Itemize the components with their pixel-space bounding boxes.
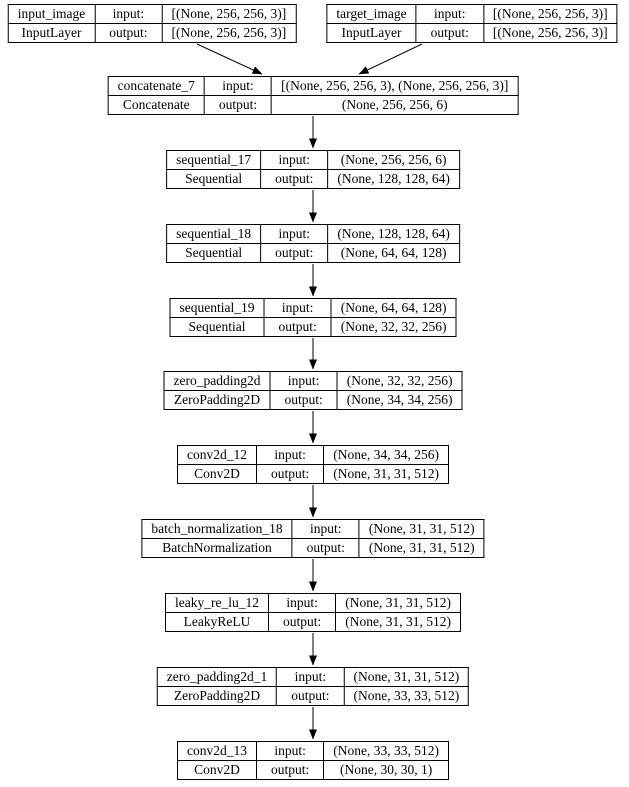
input-shape: (None, 34, 34, 256) [323,445,449,465]
output-label: output: [291,538,360,558]
input-shape: [(None, 256, 256, 3), (None, 256, 256, 3… [271,76,519,96]
layer-name: conv2d_12 [177,445,257,465]
output-label: output: [255,760,325,780]
input-shape: (None, 32, 32, 256) [336,371,463,391]
output-label: output: [255,464,325,484]
input-shape: (None, 31, 31, 512) [358,519,485,539]
layer-type: Sequential [166,169,262,189]
layer-type: Conv2D [177,760,257,780]
output-shape: (None, 31, 31, 512) [323,464,449,484]
output-shape: [(None, 256, 256, 3)] [161,23,297,43]
layer-type: BatchNormalization [141,538,293,558]
edge-input_image-to-concatenate_7 [196,43,263,75]
edge-target_image-to-concatenate_7 [358,43,423,75]
layer-node-leaky_re_lu_12: leaky_re_lu_12 input: (None, 31, 31, 512… [165,593,461,632]
input-shape: (None, 33, 33, 512) [323,741,449,761]
layer-node-conv2d_12: conv2d_12 input: (None, 34, 34, 256) Con… [177,445,449,484]
output-label: output: [267,612,337,632]
layer-node-sequential_18: sequential_18 input: (None, 128, 128, 64… [166,224,460,263]
output-label: output: [269,390,338,410]
input-label: input: [263,298,332,318]
output-shape: (None, 34, 34, 256) [336,390,463,410]
layer-node-input_image: input_image input: [(None, 256, 256, 3)]… [7,4,297,43]
output-shape: (None, 30, 30, 1) [323,760,449,780]
input-label: input: [255,445,325,465]
output-shape: (None, 128, 128, 64) [327,169,460,189]
layer-node-target_image: target_image input: [(None, 256, 256, 3)… [326,4,618,43]
input-label: input: [260,224,329,244]
layer-name: sequential_19 [169,298,265,318]
layer-node-zero_padding2d: zero_padding2d input: (None, 32, 32, 256… [163,371,463,410]
input-shape: (None, 128, 128, 64) [327,224,460,244]
layer-type: Sequential [166,243,262,263]
layer-node-conv2d_13: conv2d_13 input: (None, 33, 33, 512) Con… [177,741,449,780]
input-shape: (None, 31, 31, 512) [343,667,470,687]
output-shape: (None, 31, 31, 512) [358,538,485,558]
input-label: input: [203,76,273,96]
input-shape: [(None, 256, 256, 3)] [161,4,297,24]
layer-type: InputLayer [326,23,417,43]
layer-type: Sequential [169,317,265,337]
layer-name: sequential_18 [166,224,262,244]
output-shape: [(None, 256, 256, 3)] [482,23,618,43]
layer-name: conv2d_13 [177,741,257,761]
input-label: input: [267,593,337,613]
input-label: input: [276,667,345,687]
layer-name: leaky_re_lu_12 [165,593,269,613]
layer-type: Concatenate [107,95,205,115]
input-label: input: [94,4,163,24]
output-label: output: [260,169,329,189]
input-label: input: [255,741,325,761]
input-shape: [(None, 256, 256, 3)] [482,4,618,24]
input-label: input: [260,150,329,170]
output-label: output: [260,243,329,263]
layer-name: concatenate_7 [107,76,205,96]
layer-node-sequential_17: sequential_17 input: (None, 256, 256, 6)… [166,150,460,189]
output-label: output: [263,317,332,337]
input-shape: (None, 256, 256, 6) [327,150,460,170]
output-label: output: [415,23,484,43]
layer-name: target_image [326,4,417,24]
output-shape: (None, 33, 33, 512) [343,686,470,706]
output-shape: (None, 64, 64, 128) [327,243,460,263]
layer-node-batch_normalization_18: batch_normalization_18 input: (None, 31,… [141,519,485,558]
layer-node-sequential_19: sequential_19 input: (None, 64, 64, 128)… [169,298,457,337]
layer-type: ZeroPadding2D [163,390,271,410]
output-shape: (None, 32, 32, 256) [330,317,457,337]
input-label: input: [269,371,338,391]
layer-name: zero_padding2d_1 [156,667,278,687]
input-shape: (None, 64, 64, 128) [330,298,457,318]
input-label: input: [415,4,484,24]
layer-name: sequential_17 [166,150,262,170]
layer-type: Conv2D [177,464,257,484]
layer-type: ZeroPadding2D [156,686,278,706]
output-label: output: [276,686,345,706]
layer-type: LeakyReLU [165,612,269,632]
output-shape: (None, 31, 31, 512) [335,612,461,632]
layer-type: InputLayer [7,23,96,43]
layer-name: input_image [7,4,96,24]
layer-name: zero_padding2d [163,371,271,391]
input-label: input: [291,519,360,539]
layer-name: batch_normalization_18 [141,519,293,539]
layer-node-concatenate_7: concatenate_7 input: [(None, 256, 256, 3… [107,76,519,115]
input-shape: (None, 31, 31, 512) [335,593,461,613]
output-label: output: [94,23,163,43]
output-shape: (None, 256, 256, 6) [271,95,519,115]
layer-node-zero_padding2d_1: zero_padding2d_1 input: (None, 31, 31, 5… [156,667,470,706]
output-label: output: [203,95,273,115]
